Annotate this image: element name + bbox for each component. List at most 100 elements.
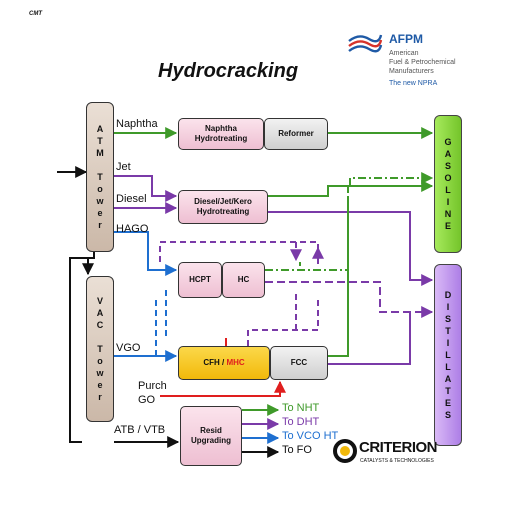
dht-to-distillates-line xyxy=(268,211,434,286)
hago-label: HAGO xyxy=(116,223,149,235)
to-vco-ht-label: To VCO HT xyxy=(282,430,339,442)
afpm-tagline: The new NPRA xyxy=(389,80,438,87)
vertical-letter: D xyxy=(444,290,452,300)
fcc-box: FCC xyxy=(270,346,328,380)
diesel-hydro-line1: Diesel/Jet/Kero xyxy=(194,197,252,206)
vertical-letter: A xyxy=(96,308,104,318)
vertical-letter: L xyxy=(445,362,451,372)
to-nht-label: To NHT xyxy=(282,402,320,414)
hc-label: HC xyxy=(237,275,250,284)
vertical-letter xyxy=(99,159,102,171)
vertical-letter: V xyxy=(96,296,103,306)
go-label: GO xyxy=(138,394,156,406)
vertical-letter: L xyxy=(445,185,451,195)
vertical-letter: T xyxy=(97,172,103,182)
reformer-label: Reformer xyxy=(278,129,314,138)
cfh-mhc-box: CFH / MHC xyxy=(178,346,270,380)
jet-label: Jet xyxy=(116,161,131,173)
vertical-letter: e xyxy=(97,380,103,390)
vertical-letter: w xyxy=(96,368,104,378)
hc-to-gasoline-dashdot xyxy=(265,186,349,271)
afpm-name: AFPM xyxy=(389,32,423,46)
fcc-label: FCC xyxy=(290,358,308,367)
criterion-logo: CRITERION CATALYSTS & TECHNOLOGIES xyxy=(332,436,442,470)
to-fo-label: To FO xyxy=(282,444,312,456)
vertical-letter xyxy=(99,331,102,343)
vertical-letter: I xyxy=(446,197,450,207)
vertical-letter: o xyxy=(97,356,103,366)
vertical-letter: r xyxy=(98,392,102,402)
fcc-to-gasoline-line xyxy=(328,196,349,357)
afpm-line2: Fuel & Petrochemical xyxy=(389,59,456,66)
vertical-letter: E xyxy=(444,221,451,231)
hc-top-dashed-loop xyxy=(159,241,319,262)
vertical-letter: o xyxy=(97,184,103,194)
vertical-letter: S xyxy=(444,161,451,171)
vertical-letter: A xyxy=(444,149,452,159)
atb-vtb-label: ATB / VTB xyxy=(114,424,166,436)
vertical-letter: L xyxy=(445,350,451,360)
cfh-label: CFH / xyxy=(203,358,225,367)
reformer-box: Reformer xyxy=(264,118,328,150)
hc-box: HC xyxy=(222,262,265,298)
criterion-name: CRITERION xyxy=(359,439,438,456)
fcc-to-distillates-line xyxy=(328,312,411,365)
vertical-letter: w xyxy=(96,196,104,206)
diesel-jet-kero-hydrotreating-box: Diesel/Jet/Kero Hydrotreating xyxy=(178,190,268,224)
criterion-subtitle: CATALYSTS & TECHNOLOGIES xyxy=(360,458,434,464)
dht-naphtha-line xyxy=(268,180,434,197)
vertical-letter: r xyxy=(98,220,102,230)
hc-to-distillates-dashed xyxy=(265,281,434,318)
resid-line1: Resid xyxy=(200,426,222,435)
gasoline-dashdot-loop xyxy=(349,172,434,186)
corner-note: CMT xyxy=(29,11,42,17)
to-dht-label: To DHT xyxy=(282,416,320,428)
mhc-label: MHC xyxy=(226,358,245,367)
vertical-letter: M xyxy=(96,148,104,158)
page-title: Hydrocracking xyxy=(158,60,299,82)
vertical-letter: T xyxy=(445,326,451,336)
vertical-letter: E xyxy=(444,398,451,408)
vertical-letter: A xyxy=(96,124,104,134)
vertical-letter: S xyxy=(444,410,451,420)
naphtha-hydrotreating-line2: Hydrotreating xyxy=(194,134,248,143)
hcpt-label: HCPT xyxy=(189,275,211,284)
afpm-line3: Manufacturers xyxy=(389,68,434,75)
vertical-letter: I xyxy=(446,302,450,312)
vertical-letter: G xyxy=(444,137,452,147)
vertical-letter: T xyxy=(97,344,103,354)
cfh-dashed-up xyxy=(247,300,319,346)
afpm-line1: American xyxy=(389,50,419,57)
diesel-hydro-line2: Hydrotreating xyxy=(196,207,250,216)
vertical-letter: I xyxy=(446,338,450,348)
vertical-letter: S xyxy=(444,314,451,324)
naphtha-hydrotreating-box: Naphtha Hydrotreating xyxy=(178,118,264,150)
jet-line xyxy=(114,175,178,202)
naphtha-label: Naphtha xyxy=(116,118,158,130)
vertical-letter: C xyxy=(96,320,104,330)
vertical-letter: e xyxy=(97,208,103,218)
purch-label: Purch xyxy=(138,380,167,392)
vgo-label: VGO xyxy=(116,342,141,354)
hcpt-box: HCPT xyxy=(178,262,222,298)
vertical-letter: N xyxy=(444,209,452,219)
purch-go-line xyxy=(160,380,286,397)
hago-line xyxy=(114,231,178,276)
vertical-letter: T xyxy=(97,136,103,146)
vertical-letter: A xyxy=(444,374,452,384)
afpm-logo: AFPM American Fuel & Petrochemical Manuf… xyxy=(347,29,467,109)
naphtha-hydrotreating-line1: Naphtha xyxy=(205,124,237,133)
vertical-letter: O xyxy=(444,173,452,183)
diesel-label: Diesel xyxy=(116,193,147,205)
resid-upgrading-box: Resid Upgrading xyxy=(180,406,242,466)
